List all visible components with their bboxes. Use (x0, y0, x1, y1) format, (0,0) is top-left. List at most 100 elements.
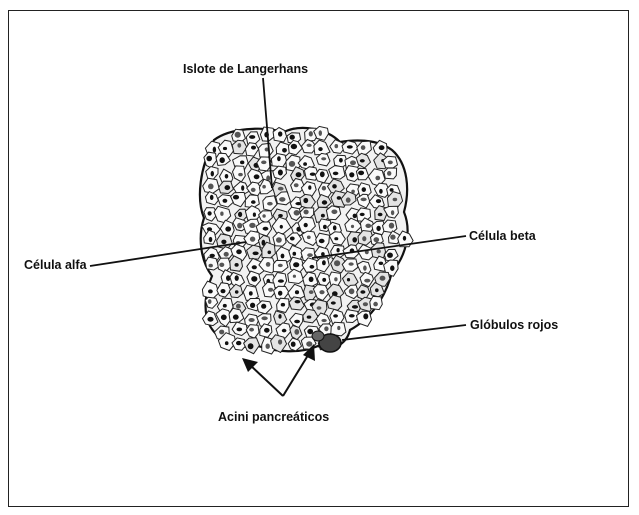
cell-nucleus (251, 146, 256, 150)
cell-nucleus (252, 265, 257, 269)
cell-nucleus (223, 199, 228, 203)
cell-nucleus (307, 236, 311, 240)
cell-nucleus (358, 171, 364, 176)
cell-nucleus (310, 265, 315, 269)
cell-nucleus (333, 225, 337, 230)
cell-nucleus (361, 145, 366, 150)
cell-nucleus (378, 213, 383, 217)
cell-nucleus (223, 304, 227, 308)
cell-nucleus (235, 275, 239, 281)
cell-nucleus (350, 160, 356, 165)
cell-nucleus (253, 252, 259, 256)
cell-nucleus (278, 279, 284, 282)
cell-nucleus (324, 326, 328, 331)
cell-nucleus (304, 223, 308, 227)
cell-nucleus (377, 249, 381, 253)
cell-nucleus (389, 223, 394, 229)
cell-nucleus (360, 159, 365, 162)
cell-group (202, 126, 413, 354)
cell-nucleus (362, 236, 366, 241)
cell-nucleus (317, 306, 322, 309)
label-islote-de-langerhans: Islote de Langerhans (183, 62, 308, 76)
cell-nucleus (254, 174, 260, 179)
cell-nucleus (375, 176, 380, 181)
cell-nucleus (307, 329, 313, 334)
cell-nucleus (323, 225, 327, 229)
cell-nucleus (322, 278, 326, 282)
cell-nucleus (278, 170, 283, 176)
cell-nucleus (235, 290, 239, 293)
cell-nucleus (347, 278, 350, 281)
cell-nucleus (290, 237, 295, 241)
cell-nucleus (282, 329, 287, 333)
cell-nucleus (208, 289, 213, 293)
cell-nucleus (208, 299, 212, 304)
cell-nucleus (251, 200, 256, 204)
cell-nucleus (307, 144, 312, 147)
cell-nucleus (353, 214, 357, 219)
cell-nucleus (267, 202, 273, 206)
cell-nucleus (295, 290, 299, 294)
cell-nucleus (364, 279, 370, 283)
cell-nucleus (337, 248, 340, 252)
cell-nucleus (351, 225, 354, 228)
cell-nucleus (221, 240, 226, 245)
cell-nucleus (379, 189, 383, 194)
cell-nucleus (207, 317, 213, 322)
cell-nucleus (321, 319, 326, 322)
cell-nucleus (219, 263, 224, 267)
cell-nucleus (373, 302, 378, 307)
cell-nucleus (236, 249, 242, 254)
cell-nucleus (376, 199, 381, 203)
cell-nucleus (337, 196, 341, 200)
cell-nucleus (307, 253, 313, 257)
cell-nucleus (306, 341, 312, 346)
cell-nucleus (322, 186, 326, 191)
cell-nucleus (334, 277, 337, 281)
cell-nucleus (220, 212, 223, 216)
cell-nucleus (319, 290, 324, 294)
cell-nucleus (391, 210, 394, 215)
label-acini-pancreaticos: Acini pancreáticos (218, 410, 329, 424)
cell-nucleus (268, 288, 273, 292)
cell-nucleus (289, 161, 295, 167)
cell-nucleus (380, 276, 386, 281)
cell-nucleus (249, 328, 254, 332)
cell-nucleus (240, 161, 244, 165)
cell-nucleus (226, 275, 230, 281)
cell-nucleus (387, 171, 391, 176)
cell-nucleus (303, 162, 307, 166)
cell-nucleus (253, 213, 256, 217)
cell-nucleus (333, 314, 338, 317)
cell-nucleus (346, 197, 351, 202)
cell-nucleus (294, 183, 299, 187)
cell-nucleus (318, 147, 322, 151)
cell-nucleus (210, 195, 214, 200)
cell-nucleus (281, 254, 285, 259)
cell-nucleus (233, 195, 239, 200)
cell-nucleus (375, 288, 379, 292)
cell-nucleus (248, 343, 254, 349)
cell-nucleus (365, 224, 371, 228)
cell-nucleus (379, 145, 385, 150)
cell-nucleus (309, 131, 313, 136)
cell-nucleus (319, 130, 322, 136)
cell-nucleus (241, 185, 244, 191)
cell-nucleus (278, 131, 282, 136)
cell-nucleus (261, 316, 267, 320)
cell-nucleus (333, 172, 339, 176)
red-blood-cell (312, 331, 324, 341)
cell-nucleus (331, 301, 336, 304)
cell-nucleus (236, 304, 241, 309)
cell-nucleus (352, 305, 358, 309)
cell-nucleus (310, 173, 316, 176)
cell-nucleus (266, 262, 271, 267)
cell-nucleus (349, 262, 354, 265)
cell-nucleus (320, 171, 325, 177)
cell-nucleus (349, 314, 355, 317)
cell-nucleus (277, 156, 281, 161)
cell-nucleus (347, 145, 353, 148)
cell-nucleus (233, 314, 239, 319)
cell-nucleus (261, 161, 266, 165)
cell-nucleus (209, 237, 213, 242)
